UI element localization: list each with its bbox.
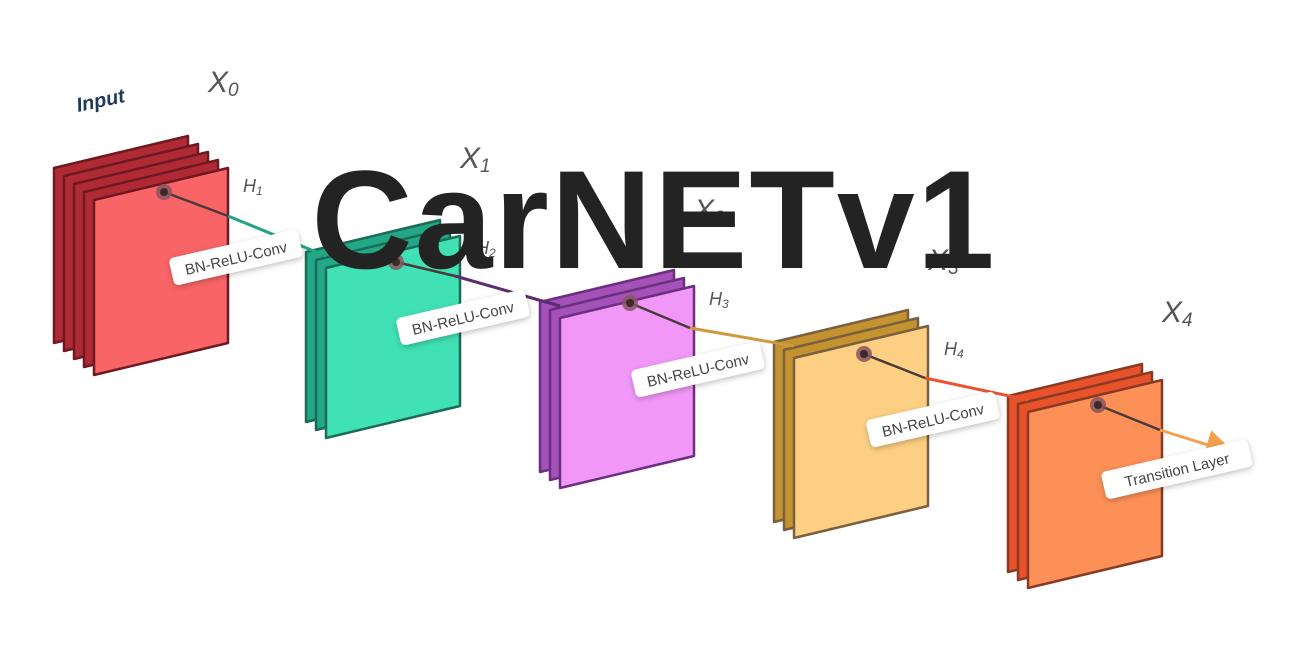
- input-label: Input: [74, 85, 128, 117]
- block-label: X4: [1161, 296, 1193, 331]
- block-label: X1: [459, 142, 491, 177]
- h-label: H1: [243, 176, 263, 198]
- h-label: H3: [709, 289, 729, 311]
- block-label: X2: [693, 194, 725, 229]
- feature-map-sheet: [558, 284, 696, 490]
- node-dot-center: [392, 258, 400, 266]
- feature-map-sheet: [92, 166, 230, 377]
- h-label: H4: [944, 339, 964, 361]
- feature-block-2: X2: [538, 194, 725, 490]
- feature-map-sheet: [792, 324, 930, 540]
- block-label: X3: [927, 244, 959, 279]
- node-dot-center: [626, 299, 634, 307]
- feature-block-1: X1: [304, 142, 491, 440]
- feature-block-3: X3: [772, 244, 959, 540]
- node-dot-center: [860, 350, 868, 358]
- block-label: X0: [207, 66, 239, 101]
- h-label: H2: [476, 238, 496, 260]
- feature-block-0: X0: [52, 66, 239, 377]
- feature-map-sheet: [324, 234, 462, 440]
- feature-block-4: X4: [1006, 296, 1193, 590]
- feature-map-sheet: [1026, 378, 1164, 590]
- node-dot-center: [160, 188, 168, 196]
